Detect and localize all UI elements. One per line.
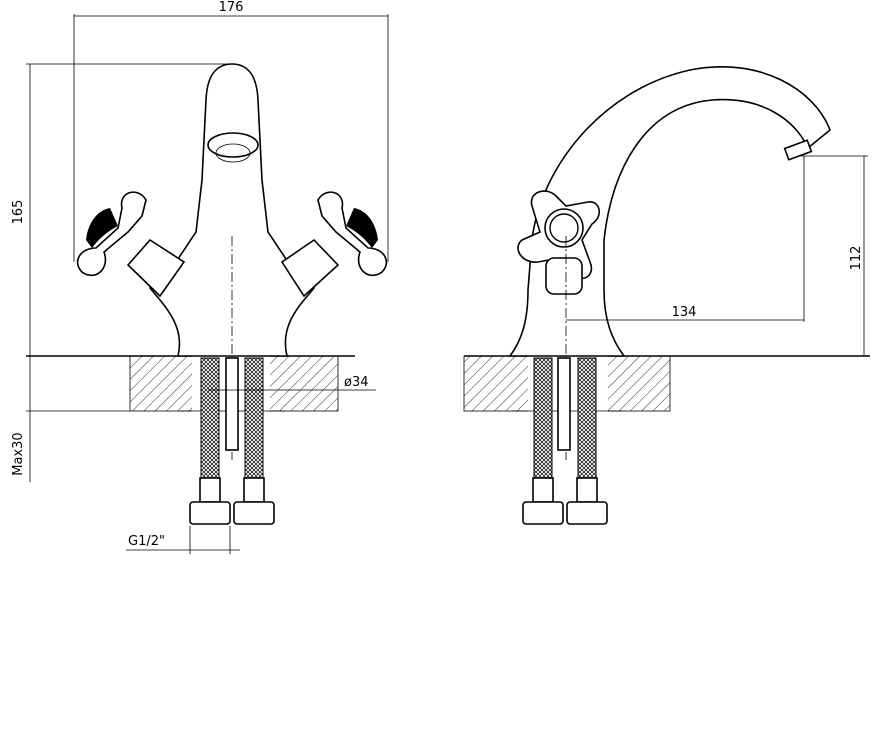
front-left-hex-nut	[189, 501, 231, 525]
dim-height-label: 165	[11, 200, 26, 225]
front-left-hose-connector	[199, 477, 221, 503]
front-left-valve	[126, 238, 186, 298]
side-spout-aerator	[783, 139, 813, 161]
side-handle-cap	[549, 213, 579, 243]
dim-spout-height-label: 112	[849, 246, 864, 271]
side-view: 112 134	[463, 66, 870, 525]
dim-thread-label: G1/2"	[128, 534, 165, 549]
side-right-hose	[577, 357, 597, 479]
side-right-hose-connector	[576, 477, 598, 503]
front-left-handle-cap	[86, 208, 118, 248]
front-left-hose	[200, 357, 220, 479]
front-right-hex-nut	[233, 501, 275, 525]
dim-width-label: 176	[219, 0, 244, 15]
front-spout-aerator	[207, 132, 259, 158]
front-spout-outlet	[215, 143, 251, 163]
dim-hole-label: ø34	[344, 375, 369, 390]
front-pull-rod	[225, 357, 239, 451]
side-left-hose-connector	[532, 477, 554, 503]
front-faucet-body	[148, 63, 316, 357]
dim-reach-label: 134	[672, 305, 697, 320]
front-right-hose	[244, 357, 264, 479]
front-right-handle-cap	[346, 208, 378, 248]
dim-thickness-label: Max30	[11, 432, 26, 475]
front-right-cross-handle	[317, 191, 388, 277]
side-left-hose	[533, 357, 553, 479]
front-view: 176 165 Max30 ø34 G1/2"	[11, 0, 389, 554]
side-pull-rod	[557, 357, 571, 451]
side-valve-housing	[545, 257, 583, 295]
side-left-hex-nut	[522, 501, 564, 525]
side-right-hex-nut	[566, 501, 608, 525]
front-left-cross-handle	[76, 191, 147, 277]
front-right-valve	[280, 238, 340, 298]
front-right-hose-connector	[243, 477, 265, 503]
